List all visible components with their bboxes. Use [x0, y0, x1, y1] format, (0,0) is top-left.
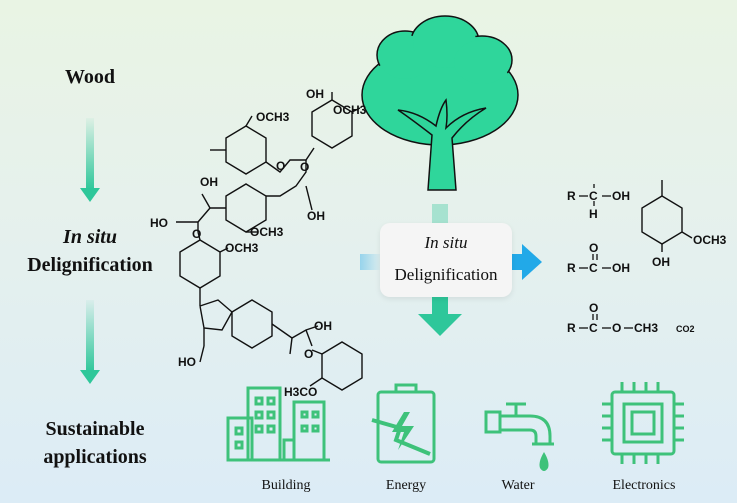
lignin-o-right: O — [300, 160, 309, 174]
svg-text:OH: OH — [652, 255, 670, 269]
svg-text:R: R — [567, 261, 576, 275]
box-in-situ-label: In situ — [424, 233, 468, 252]
svg-text:C: C — [589, 261, 598, 275]
lignin-och3-top: OCH3 — [256, 110, 290, 124]
lignin-h3co-bottom: H3CO — [284, 385, 317, 399]
svg-text:O: O — [612, 321, 621, 335]
sustainable-label: Sustainable — [45, 418, 145, 440]
lignin-ho-left: HO — [150, 216, 168, 230]
svg-text:R: R — [567, 321, 576, 335]
svg-text:O: O — [589, 241, 598, 255]
svg-text:H: H — [589, 207, 598, 221]
lignin-structure — [176, 92, 363, 391]
battery-icon — [371, 383, 436, 464]
applications-label: applications — [43, 446, 147, 468]
app-label-electronics: Electronics — [612, 478, 676, 493]
app-label-energy: Energy — [385, 478, 427, 493]
arrow-center-down — [418, 296, 462, 336]
product-acid: O R C OH — [567, 241, 630, 275]
product-co2: CO2 — [676, 324, 695, 334]
svg-text:CH3: CH3 — [634, 321, 658, 335]
tree-icon — [361, 15, 519, 191]
lignin-och3-right: OCH3 — [333, 103, 367, 117]
product-ester: O R C O CH3 — [567, 301, 658, 335]
arrow-wood-to-delignification — [80, 118, 100, 202]
chip-icon — [602, 382, 684, 464]
app-label-water: Water — [501, 478, 535, 493]
lignin-oh-mid: OH — [307, 209, 325, 223]
arrow-delignification-to-applications — [80, 300, 100, 384]
in-situ-italic-label: In situ — [63, 226, 117, 248]
lignin-och3-lower: OCH3 — [225, 241, 259, 255]
arrow-left-into-box — [360, 254, 380, 270]
svg-text:C: C — [589, 189, 598, 203]
box-delignification-label: Delignification — [394, 265, 498, 284]
lignin-oh-chain: OH — [314, 319, 332, 333]
app-label-building: Building — [261, 478, 311, 493]
product-phenol: OCH3 OH — [641, 180, 727, 269]
svg-text:C: C — [589, 321, 598, 335]
lignin-labels: OH OCH3 OCH3 O O OH OH OCH3 HO O OCH3 OH… — [150, 87, 367, 399]
svg-text:O: O — [589, 301, 598, 315]
svg-text:R: R — [567, 189, 576, 203]
lignin-och3-mid: OCH3 — [250, 225, 284, 239]
lignin-o-left: O — [276, 159, 285, 173]
faucet-icon — [484, 402, 554, 471]
arrow-right-to-products — [510, 244, 542, 280]
svg-text:OCH3: OCH3 — [693, 233, 727, 247]
svg-text:OH: OH — [612, 261, 630, 275]
lignin-o-ether: O — [304, 347, 313, 361]
lignin-oh-top: OH — [306, 87, 324, 101]
building-icon — [226, 386, 330, 462]
arrow-tree-down — [432, 204, 448, 226]
delignification-label: Delignification — [27, 254, 153, 276]
wood-label: Wood — [64, 66, 116, 88]
lignin-ho-bottom: HO — [178, 355, 196, 369]
product-alcohol: R C OH H — [567, 184, 630, 221]
svg-text:OH: OH — [612, 189, 630, 203]
lignin-o-link: O — [192, 227, 201, 241]
lignin-oh-side: OH — [200, 175, 218, 189]
delignification-box: In situ Delignification — [380, 223, 512, 297]
